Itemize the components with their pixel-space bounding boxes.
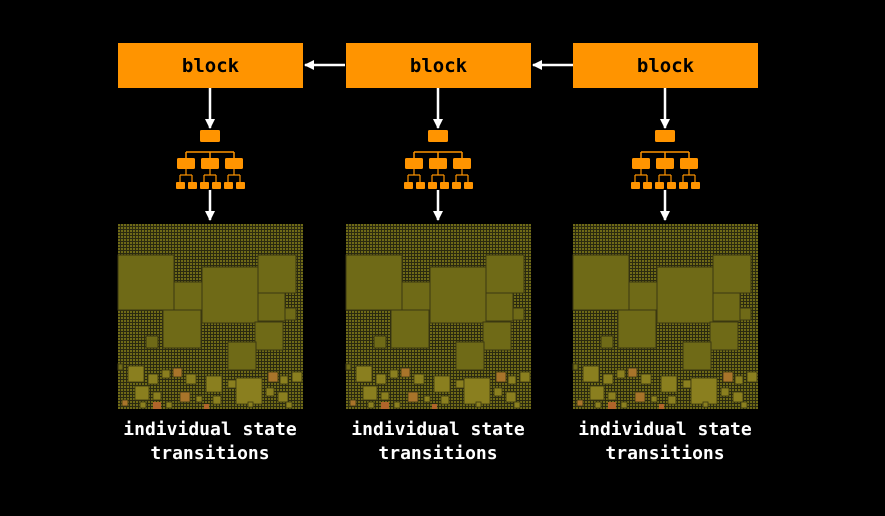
- caption-1-line1: individual state: [123, 419, 297, 440]
- hierarchy-tree-icon: [176, 130, 245, 189]
- block-1: block: [118, 43, 303, 88]
- caption-1: individual state transitions: [90, 418, 330, 466]
- caption-3-line1: individual state: [578, 419, 752, 440]
- block-3: block: [573, 43, 758, 88]
- block-2: block: [346, 43, 531, 88]
- caption-3-line2: transitions: [605, 443, 725, 464]
- caption-1-line2: transitions: [150, 443, 270, 464]
- caption-2: individual state transitions: [318, 418, 558, 466]
- treemap-icon: [572, 224, 758, 409]
- treemap-icon: [345, 224, 531, 409]
- caption-2-line2: transitions: [378, 443, 498, 464]
- hierarchy-tree-icon: [404, 130, 473, 189]
- treemap-icon: [117, 224, 303, 409]
- caption-2-line1: individual state: [351, 419, 525, 440]
- hierarchy-tree-icon: [631, 130, 700, 189]
- caption-3: individual state transitions: [545, 418, 785, 466]
